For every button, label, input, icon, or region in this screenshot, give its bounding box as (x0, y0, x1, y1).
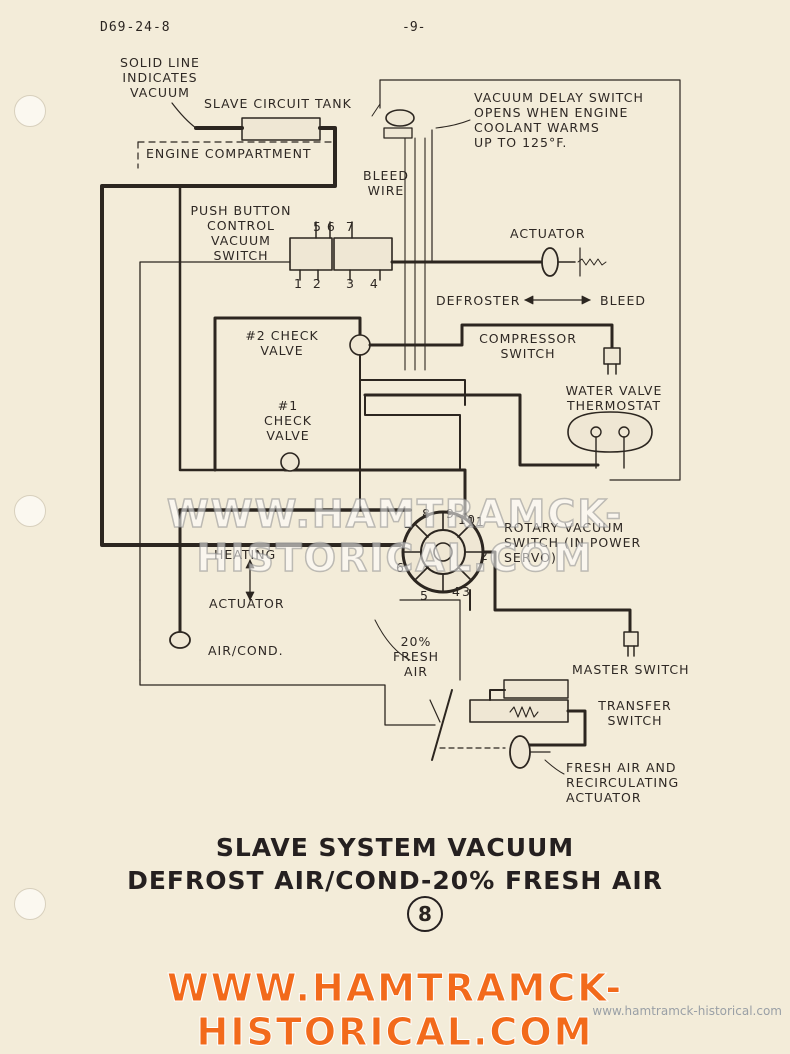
watermark-small: www.hamtramck-historical.com (592, 1004, 782, 1018)
push-button-ports-right: 3 4 (346, 276, 379, 291)
push-button-ports-top: 5 6 7 (313, 219, 355, 234)
defroster-actuator (541, 247, 559, 277)
rotary-port-11: 11 (467, 514, 485, 529)
rotary-port-8: 8 (422, 506, 431, 521)
watermark-middle: WWW.HAMTRAMCK-HISTORICAL.COM (166, 491, 624, 581)
fresh-air-actuator-label: FRESH AIR AND RECIRCULATING ACTUATOR (566, 760, 680, 805)
rotary-port-6: 6 (396, 560, 405, 575)
delay-switch-leader (435, 119, 471, 129)
vacuum-delay-switch-label: VACUUM DELAY SWITCH OPENS WHEN ENGINE CO… (474, 90, 644, 150)
actuator-left-label: ACTUATOR (209, 596, 285, 611)
water-valve-thermostat-label: WATER VALVE THERMOSTAT (565, 383, 663, 413)
defroster-label: DEFROSTER (436, 293, 521, 308)
push-button-switch-label: PUSH BUTTON CONTROL VACUUM SWITCH (190, 203, 292, 263)
air-cond-label: AIR/COND. (208, 643, 284, 658)
rotary-switch-label: ROTARY VACUUM SWITCH (IN POWER SERVO) (504, 520, 642, 565)
solid-line-leader (171, 102, 197, 129)
solid-line-note: SOLID LINE INDICATES VACUUM (120, 55, 200, 100)
check-valve-2-label: #2 CHECK VALVE (245, 328, 319, 358)
master-switch-label: MASTER SWITCH (572, 662, 690, 677)
master-switch (623, 631, 639, 647)
binder-hole-middle (14, 495, 46, 527)
heating-label: HEATING (214, 547, 277, 562)
push-button-switch-body (289, 237, 333, 271)
bleed-label: BLEED (600, 293, 646, 308)
actuator-top-label: ACTUATOR (510, 226, 586, 241)
binder-hole-bottom (14, 888, 46, 920)
vacuum-supply-line (100, 168, 402, 547)
fresh-air-20-label: 20% FRESH AIR (392, 634, 440, 679)
slave-circuit-tank-label: SLAVE CIRCUIT TANK (204, 96, 352, 111)
transfer-switch (469, 699, 569, 723)
rotary-port-4: 4 (452, 584, 461, 599)
rotary-port-9: 9 (446, 506, 455, 521)
fresh-air-damper (431, 689, 453, 761)
document-id: D69-24-8 (100, 20, 171, 35)
engine-compartment-label: ENGINE COMPARTMENT (146, 146, 312, 161)
rotary-port-2: 2 (480, 548, 489, 563)
check-valve-1-label: #1 CHECK VALVE (264, 398, 312, 443)
vacuum-schematic (100, 79, 681, 775)
rotary-port-5: 5 (420, 588, 429, 603)
check-valve-1 (280, 452, 300, 472)
bleed-line-loop (379, 79, 681, 481)
fresh-air-recirc-actuator (509, 735, 531, 769)
page-number: -9- (402, 20, 426, 35)
bleed-wire-label: BLEED WIRE (363, 168, 409, 198)
figure-title-line1: SLAVE SYSTEM VACUUM (215, 833, 575, 862)
rotary-port-3: 3 (462, 584, 471, 599)
binder-hole-top (14, 95, 46, 127)
check-valve-2 (349, 334, 371, 356)
manual-page: D69-24-8 -9- (14, 20, 782, 1054)
slave-circuit-tank (241, 117, 321, 141)
compressor-switch-label: COMPRESSOR SWITCH (479, 331, 577, 361)
transfer-switch-label: TRANSFER SWITCH (598, 698, 672, 728)
water-valve-thermostat (567, 411, 653, 453)
vacuum-delay-switch (385, 109, 415, 127)
rotary-port-7: 7 (404, 524, 413, 539)
figure-title-line2: DEFROST AIR/COND-20% FRESH AIR (127, 866, 663, 895)
push-button-ports-left: 1 2 (294, 276, 322, 291)
rotary-port-10: 10 (458, 512, 476, 527)
figure-number-badge: 8 (407, 896, 443, 932)
heating-actuator (169, 631, 191, 649)
compressor-switch (603, 347, 621, 365)
